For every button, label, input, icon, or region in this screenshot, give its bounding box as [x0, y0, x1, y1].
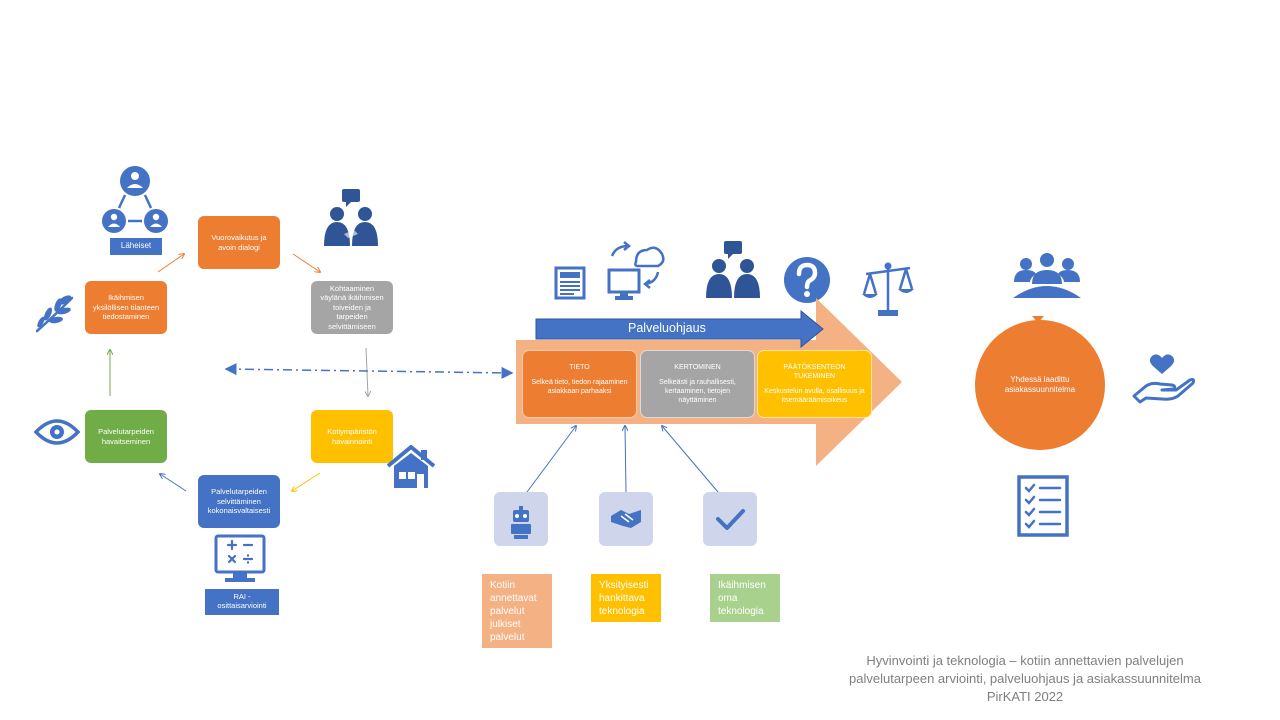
- circle-marker: [1032, 316, 1044, 323]
- people-network-icon: [102, 166, 168, 233]
- havaitseminen-box: Palvelutarpeiden havaitseminen: [85, 410, 167, 463]
- calculator-monitor-icon: [214, 534, 266, 582]
- laheiset-label: Läheiset: [110, 238, 162, 255]
- palveluohjaus-arrow: [535, 310, 824, 348]
- selvittaminen-box: Palvelutarpeiden selvittäminen kokonaisv…: [198, 475, 280, 528]
- question-icon: [784, 257, 830, 303]
- oma-label: Ikäihmisen oma teknologia: [710, 574, 780, 622]
- caption: Hyvinvointi ja teknologia – kotiin annet…: [815, 652, 1235, 707]
- tech-arrows: [526, 426, 719, 493]
- house-icon: [386, 445, 436, 488]
- paatos-heading: PÄÄTÖKSENTEON TUKEMINEN: [783, 364, 846, 381]
- caption-line-3: PirKATI 2022: [986, 689, 1064, 705]
- tieto-text: Selkeä tieto, tiedon rajaaminen asiakkaa…: [531, 379, 628, 396]
- yksityisesti-label: Yksityisesti hankittava teknologia: [591, 574, 661, 622]
- tieto-heading: TIETO: [569, 364, 590, 371]
- newspaper-icon: [554, 266, 586, 300]
- dash-dot-connector: [224, 363, 514, 379]
- checklist-icon: [1017, 475, 1069, 537]
- leaf-icon: [35, 295, 74, 333]
- conversation-icon: [706, 241, 760, 298]
- kertominen-segment: KERTOMINEN Selkeästi ja rauhallisesti, k…: [640, 350, 755, 418]
- kotiymparisto-box: Kotiympäristön havainnointi: [311, 410, 393, 463]
- tilanne-box: Ikäihmisen yksilöllisen tilanteen tiedos…: [85, 281, 167, 334]
- paatos-segment: PÄÄTÖKSENTEON TUKEMINEN Keskustelun avul…: [757, 350, 872, 418]
- rai-label: RAI - osittaisarviointi: [205, 589, 279, 615]
- paatos-text: Keskustelun avulla, osallisuus ja itsemä…: [764, 388, 865, 405]
- heart-hand-icon: [1132, 354, 1196, 404]
- scales-icon: [862, 262, 914, 316]
- handshake-icon: [611, 510, 641, 528]
- cloud-sync-icon: [607, 241, 665, 300]
- caption-line-1: Hyvinvointi ja teknologia – kotiin annet…: [866, 653, 1184, 668]
- group-icon: [1013, 253, 1081, 298]
- kertominen-text: Selkeästi ja rauhallisesti, kertaaminen,…: [659, 379, 736, 405]
- vuorovaikutus-box: Vuorovaikutus ja avoin dialogi: [198, 216, 280, 269]
- palveluohjaus-title: Palveluohjaus: [628, 321, 706, 335]
- kotiin-label: Kotiin annettavat palvelut julkiset palv…: [482, 574, 552, 648]
- handshake-card: [599, 492, 653, 546]
- kertominen-heading: KERTOMINEN: [674, 364, 721, 371]
- caption-line-2: palvelutarpeen arviointi, palveluohjaus …: [849, 671, 1201, 687]
- robot-icon: [511, 506, 531, 539]
- robot-card: [494, 492, 548, 546]
- kohtaaminen-box: Kohtaaminen väylänä ikäihmisen toiveiden…: [311, 281, 393, 334]
- checkmark-card: [703, 492, 757, 546]
- conversation-icon: [324, 189, 378, 246]
- checkmark-icon: [716, 509, 745, 530]
- eye-icon: [34, 419, 80, 445]
- plan-circle-text: Yhdessä laadittu asiakassuunnitelma: [1004, 374, 1076, 394]
- tieto-segment: TIETO Selkeä tieto, tiedon rajaaminen as…: [522, 350, 637, 418]
- plan-circle: Yhdessä laadittu asiakassuunnitelma: [975, 320, 1105, 450]
